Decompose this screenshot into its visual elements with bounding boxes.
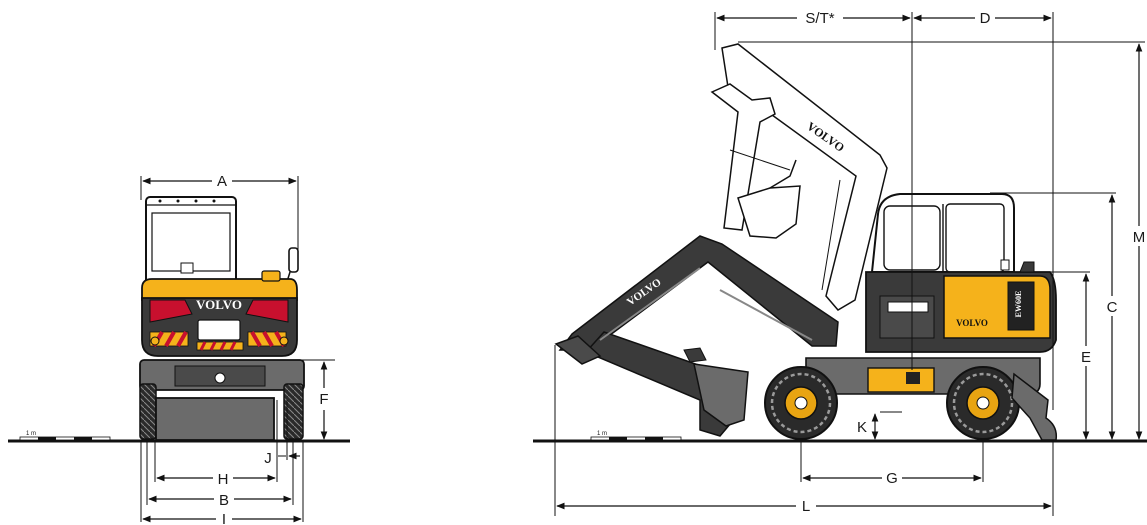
scale-label-side: 1 m — [597, 431, 607, 437]
rear-wheel-right — [283, 383, 304, 440]
rear-view: 1 m VOLVO — [8, 173, 350, 525]
dimension-E: E — [1081, 273, 1091, 440]
dimension-S-T: S/T* — [716, 10, 911, 27]
side-dozer-blade — [1011, 372, 1058, 441]
dimension-label-H: H — [218, 471, 229, 488]
side-view: 1 m VOLVO VOLVO — [533, 10, 1147, 516]
dimension-label-G: G — [886, 470, 898, 487]
dimension-label-K: K — [857, 419, 867, 436]
dimension-A: A — [140, 173, 299, 250]
rear-mirror — [288, 247, 299, 273]
dimension-label-C: C — [1107, 299, 1118, 316]
rear-wheel — [946, 366, 1020, 440]
dimension-D: D — [913, 10, 1052, 27]
rear-counterweight — [141, 278, 298, 301]
dimension-label-D: D — [980, 10, 991, 27]
dimension-B: B — [148, 492, 292, 509]
dimension-I: I — [142, 511, 302, 525]
dimension-L: L — [556, 498, 1052, 515]
scale-label-rear: 1 m — [26, 431, 36, 437]
dimension-H: H — [156, 471, 276, 488]
rear-wheel-left — [139, 383, 157, 440]
dimension-label-S-T: S/T* — [805, 10, 834, 27]
dimension-label-I: I — [222, 511, 226, 525]
dimension-M: M — [1133, 43, 1146, 440]
dimension-label-A: A — [217, 173, 227, 190]
dimension-label-E: E — [1081, 349, 1091, 366]
working-boom — [554, 235, 839, 437]
scale-marker-side: 1 m — [590, 431, 682, 441]
model-badge: EW60E — [1014, 291, 1023, 318]
side-fuel-tank — [867, 367, 935, 393]
front-wheel — [764, 366, 838, 440]
dimension-C: C — [1107, 194, 1118, 440]
warning-stripes — [149, 331, 287, 351]
dimension-F: F — [300, 359, 335, 440]
dimension-label-J: J — [264, 450, 272, 467]
body-brand-logo: VOLVO — [956, 318, 988, 328]
dimension-J: J — [264, 450, 300, 467]
raised-boom-outline — [710, 43, 888, 311]
side-bucket — [693, 363, 749, 427]
dimension-label-B: B — [219, 492, 229, 509]
dimension-K: K — [857, 413, 879, 440]
rear-brand-logo: VOLVO — [196, 297, 242, 312]
rear-dozer-blade — [155, 397, 275, 441]
dimension-label-F: F — [319, 391, 328, 408]
scale-marker-rear: 1 m — [19, 431, 111, 441]
dimension-label-M: M — [1133, 229, 1146, 246]
dimension-label-L: L — [802, 498, 810, 515]
dimension-G: G — [802, 470, 982, 487]
